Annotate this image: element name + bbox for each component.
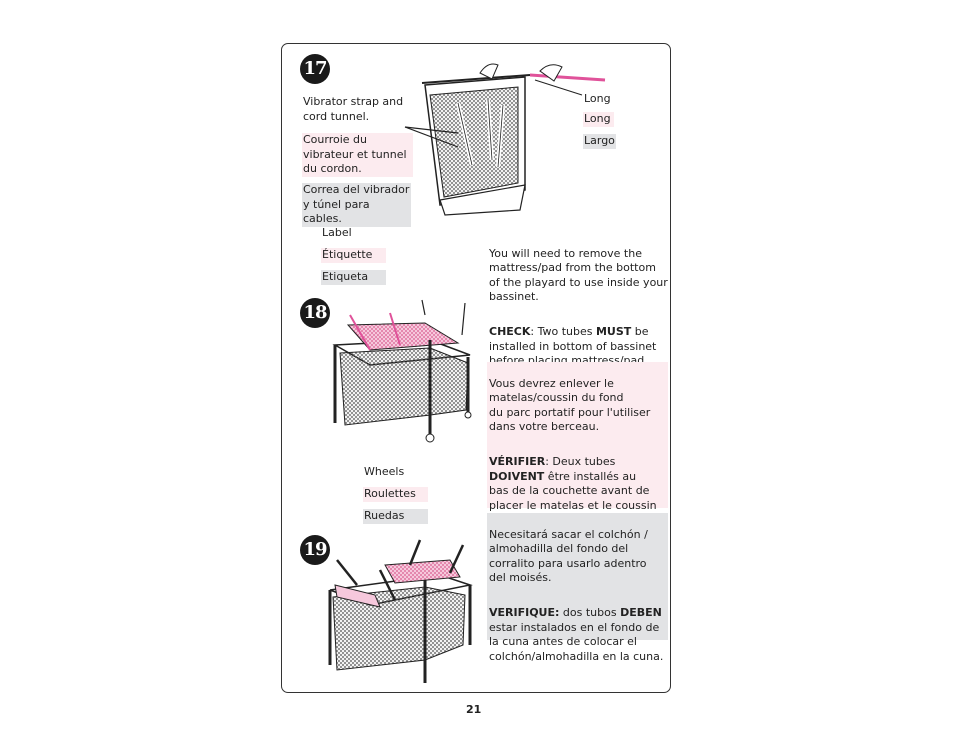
playard-illustration-19 bbox=[328, 539, 473, 683]
wheels-callout-fr: Roulettes bbox=[363, 487, 428, 502]
step-19-badge: 19 bbox=[300, 535, 330, 565]
must-keyword: MUST bbox=[595, 325, 632, 338]
step17-text-en: Vibrator strap and cord tunnel. bbox=[303, 95, 404, 123]
long-label-fr: Long bbox=[583, 112, 614, 127]
instructions-spanish: Necesitará sacar el colchón / almohadill… bbox=[487, 513, 668, 661]
step17-text-es: Correa del vibrador y túnel para cables. bbox=[302, 183, 411, 227]
spanish-p2b: estar instalados en el fondo de la cuna … bbox=[489, 620, 664, 663]
long-label-en: Long bbox=[584, 92, 611, 105]
step17-text-fr: Courroie du vibrateur et tunnel du cordo… bbox=[302, 133, 413, 177]
deben-keyword: DEBEN bbox=[620, 606, 662, 619]
label-callout-en: Label bbox=[322, 226, 352, 239]
page-number: 21 bbox=[466, 703, 482, 716]
french-p2a: : Deux tubes bbox=[545, 455, 616, 468]
english-p2a: : Two tubes bbox=[530, 325, 596, 338]
french-paragraph-1: Vous devrez enlever le matelas/coussin d… bbox=[489, 376, 651, 434]
label-callout-es: Etiqueta bbox=[321, 270, 386, 285]
spanish-paragraph-2: VERIFIQUE: dos tubos DEBEN estar instala… bbox=[489, 606, 668, 664]
instructions-english: You will need to remove the mattress/pad… bbox=[489, 232, 669, 404]
english-paragraph-1: You will need to remove the mattress/pad… bbox=[489, 246, 668, 304]
verifier-keyword: VÉRIFIER bbox=[489, 455, 546, 468]
spanish-paragraph-1: Necesitará sacar el colchón / almohadill… bbox=[489, 527, 648, 585]
step-17-badge: 17 bbox=[300, 54, 330, 84]
label-callout-fr: Étiquette bbox=[321, 248, 386, 263]
verifique-keyword: VERIFIQUE: bbox=[489, 606, 560, 619]
step-18-badge: 18 bbox=[300, 298, 330, 328]
bassinet-illustration-17 bbox=[404, 63, 606, 216]
page-frame bbox=[281, 43, 671, 693]
playard-illustration-18 bbox=[332, 299, 472, 443]
spanish-p2a: dos tubos bbox=[559, 606, 621, 619]
instructions-french: Vous devrez enlever le matelas/coussin d… bbox=[487, 362, 668, 526]
wheels-callout-es: Ruedas bbox=[363, 509, 428, 524]
doivent-keyword: DOIVENT bbox=[489, 469, 545, 483]
wheels-callout-en: Wheels bbox=[364, 465, 405, 478]
long-label-es: Largo bbox=[583, 134, 616, 149]
check-keyword: CHECK bbox=[489, 325, 531, 338]
